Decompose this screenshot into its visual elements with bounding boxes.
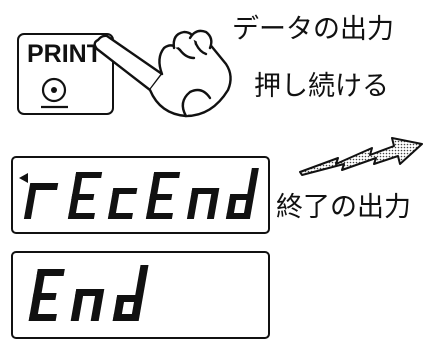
target-circle-icon [41,77,68,109]
instruction-data-output: データの出力 [232,14,394,45]
seven-segment-rec-end [19,168,259,219]
lightning-arrow-icon [299,137,423,176]
display-end [11,251,270,339]
print-key-label: PRINT [27,40,102,68]
indicator-arrow-icon [19,173,28,183]
instruction-keep-pressing: 押し続ける [254,71,389,102]
pointing-hand-icon [93,29,232,118]
seven-segment-end [28,265,149,321]
print-key[interactable] [17,33,114,115]
caption-end-output: 終了の出力 [276,192,411,223]
display-rec-end [11,156,270,234]
